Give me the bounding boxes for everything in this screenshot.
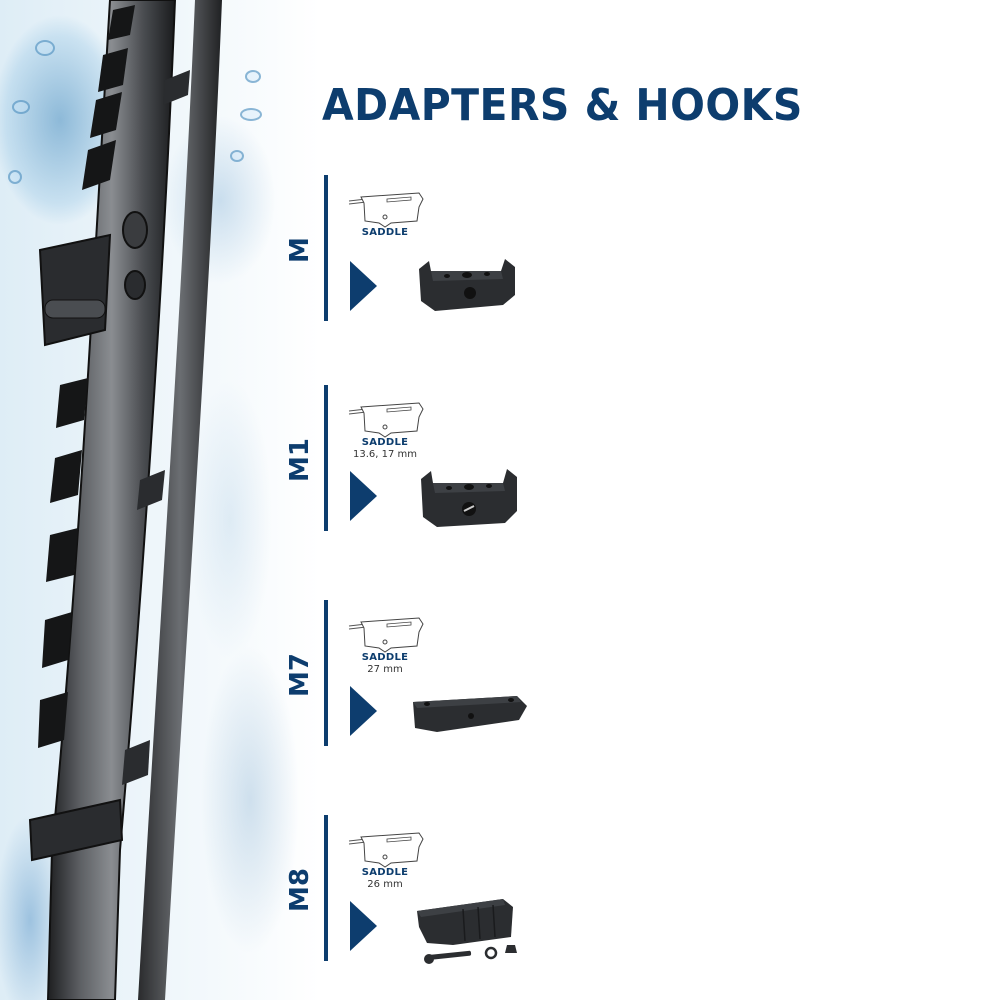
- adapter-m-part-image: [419, 259, 515, 311]
- adapter-code: M8: [285, 868, 315, 912]
- adapter-m1: M1 SADDLE 13.6, 17 mm: [285, 385, 545, 545]
- adapter-m8: M8 SADDLE 26 mm: [285, 815, 545, 975]
- adapter-code: M1: [285, 438, 315, 482]
- attachment-size: 13.6, 17 mm: [352, 449, 417, 460]
- adapter-m7: M7 SADDLE 27 mm: [285, 600, 545, 760]
- arrow-right-icon: [350, 471, 377, 521]
- attachment-label: SADDLE: [361, 652, 409, 663]
- divider-line: [324, 815, 328, 961]
- page-title: ADAPTERS & HOOKS: [322, 80, 803, 131]
- attachment-size: 27 mm: [367, 664, 403, 675]
- adapter-code: M: [285, 237, 315, 263]
- divider-line: [324, 385, 328, 531]
- divider-line: [324, 175, 328, 321]
- divider-line: [324, 600, 328, 746]
- saddle-diagram-icon: [348, 192, 424, 228]
- arrow-right-icon: [350, 901, 377, 951]
- wiper-blade-image: [28, 0, 222, 1000]
- adapter-m1-part-image: [421, 469, 517, 527]
- attachment-label: SADDLE: [361, 867, 409, 878]
- arrow-right-icon: [350, 261, 377, 311]
- saddle-diagram-icon: [348, 832, 424, 868]
- arrow-right-icon: [350, 686, 377, 736]
- attachment-label: SADDLE: [361, 437, 409, 448]
- adapter-m8-part-image: [417, 899, 517, 964]
- attachment-size: 26 mm: [367, 879, 403, 890]
- adapter-m7-part-image: [413, 696, 527, 732]
- saddle-diagram-icon: [348, 402, 424, 438]
- adapter-code: M7: [285, 653, 315, 697]
- attachment-label: SADDLE: [361, 227, 409, 238]
- adapter-m: M SADDLE: [285, 175, 545, 335]
- saddle-diagram-icon: [348, 617, 424, 653]
